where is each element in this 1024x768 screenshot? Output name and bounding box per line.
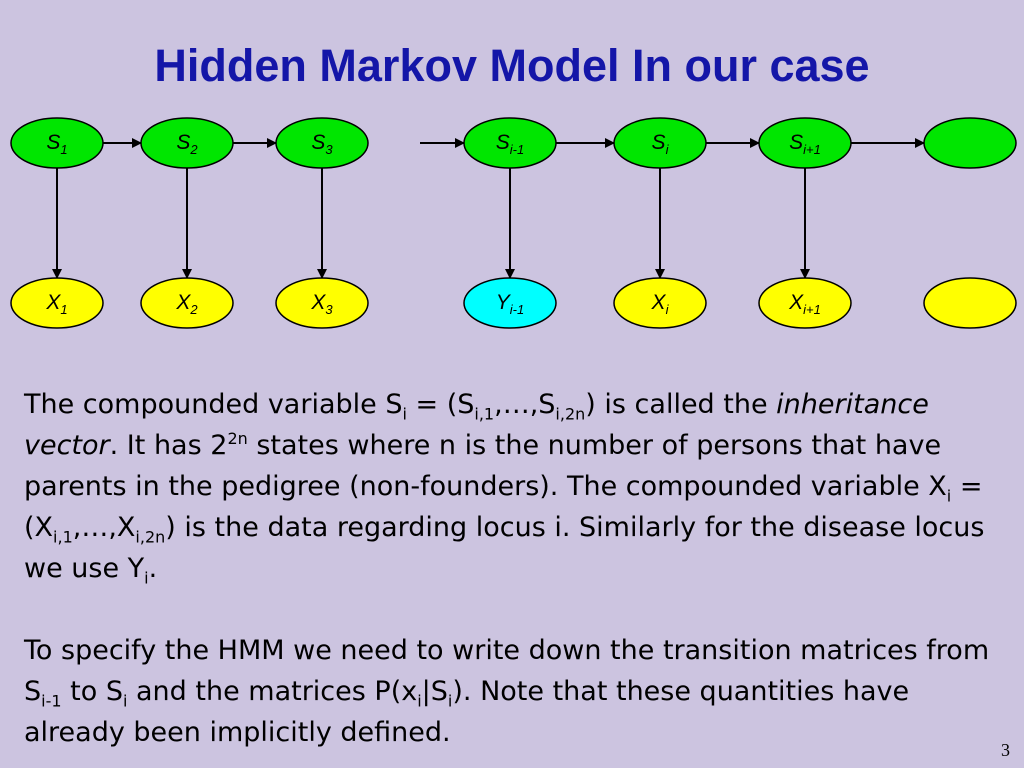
paragraph-inheritance-vector: The compounded variable Si = (Si,1,…,Si,… [24,384,1014,589]
hmm-diagram: S1 S2 S3 Si-1 Si Si+1X1 X2 X3 Yi-1 Xi Xi+1 [10,117,1017,329]
paragraph-gap [24,589,1014,630]
state-node-7-shape [923,117,1017,169]
p2-sub-2: i [122,691,128,711]
p1-sub-5: i,1 [53,527,73,547]
state-node-4-label: Si-1 [496,131,524,157]
p1-text-3: ,…,S [494,389,556,420]
page-number: 3 [1001,740,1010,760]
observation-node-2-label: X2 [175,291,198,317]
p1-text-4: ) is called the [585,389,777,420]
observation-node-6: Xi+1 [758,277,852,329]
state-node-4: Si-1 [463,117,557,169]
observation-node-5: Xi [613,277,707,329]
observation-node-4-shape [463,277,557,329]
observation-node-4-label: Yi-1 [496,291,524,317]
state-node-6-label: Si+1 [789,131,821,157]
observation-node-1-label: X1 [45,291,67,317]
p2-text-1: To specify the HMM we need to write down… [24,635,990,707]
paragraph-hmm-spec: To specify the HMM we need to write down… [24,630,1014,753]
state-node-1-shape [10,117,104,169]
p2-sub-4: i [447,691,453,711]
state-node-1-label: S1 [46,131,67,157]
p2-sub-1: i-1 [41,691,62,711]
state-node-5-label: Si [652,131,670,157]
p2-sub-3: i [417,691,422,711]
slide-title: Hidden Markov Model In our case [154,40,870,91]
observation-node-7-shape [923,277,1017,329]
p1-text-1: The compounded variable S [24,389,403,420]
observation-node-5-shape [613,277,707,329]
p1-text-9: ) is the data regarding locus i. Similar… [24,512,985,584]
p1-text-10: . [148,553,158,584]
p1-sub-7: i [144,568,149,588]
observation-node-1: X1 [10,277,104,329]
state-node-3-shape [275,117,369,169]
p1-sub-3: i,2n [555,404,586,424]
state-node-2: S2 [140,117,234,169]
p1-text-8: ,…,X [72,512,136,543]
state-node-1: S1 [10,117,104,169]
observation-node-2-shape [140,277,234,329]
p1-sub-2: i,1 [474,404,495,424]
observation-node-5-label: Xi [651,291,670,317]
state-node-6: Si+1 [758,117,852,169]
p1-text-2: = (S [406,389,475,420]
p2-text-2: to S [61,676,123,707]
p2-text-5: ). Note that these quantities have alrea… [24,676,910,748]
p1-text-6: states where n is the number of persons … [24,430,947,502]
state-node-3: S3 [275,117,369,169]
state-node-5: Si [613,117,707,169]
observation-node-6-label: Xi+1 [788,291,821,317]
observation-node-2: X2 [140,277,234,329]
observation-node-7 [923,277,1017,329]
state-node-7 [923,117,1017,169]
p2-text-3: and the matrices P(x [127,676,418,707]
observation-node-3-label: X3 [310,291,333,317]
p1-text-7: = (X [24,471,983,543]
state-node-3-label: S3 [311,131,333,157]
body-text: The compounded variable Si = (Si,1,…,Si,… [24,384,1014,753]
p1-emphasis: inheritance vector [24,389,929,461]
p1-sub-6: i,2n [135,527,166,547]
observation-node-6-shape [758,277,852,329]
observation-node-3: X3 [275,277,369,329]
state-node-2-shape [140,117,234,169]
p2-text-4: |S [421,676,448,707]
observation-node-1-shape [10,277,104,329]
observation-node-3-shape [275,277,369,329]
p1-sub-1: i [402,404,407,424]
state-node-5-shape [613,117,707,169]
state-node-4-shape [463,117,557,169]
state-node-6-shape [758,117,852,169]
p1-sup: 2n [227,429,248,448]
p1-sub-4: i [946,486,952,506]
p1-text-5: . It has 2 [109,430,228,461]
state-node-2-label: S2 [176,131,198,157]
observation-node-4: Yi-1 [463,277,557,329]
